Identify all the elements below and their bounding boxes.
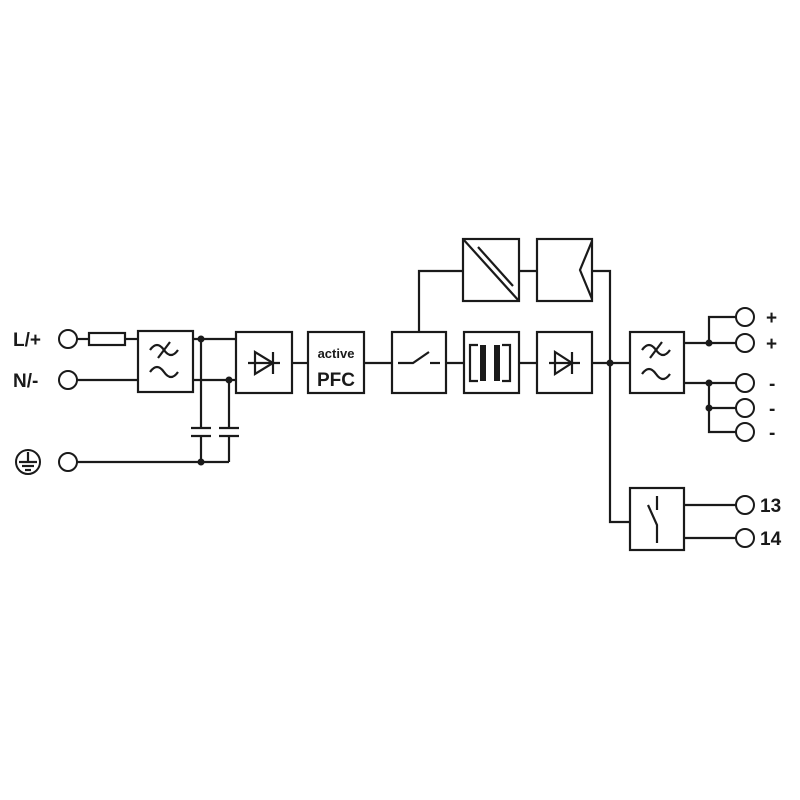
pfc-label-active: active xyxy=(318,346,355,361)
ground-icon xyxy=(15,449,41,475)
wires xyxy=(77,269,736,540)
terminal-minus-3 xyxy=(735,422,755,442)
label-minus-3: - xyxy=(769,423,775,444)
transformer-block xyxy=(462,330,521,395)
terminal-14 xyxy=(735,528,755,548)
label-plus-1: + xyxy=(766,308,777,329)
switch-block xyxy=(390,330,448,395)
pfc-label: PFC xyxy=(317,370,355,391)
label-n: N/- xyxy=(13,371,38,392)
relay-contact-block xyxy=(628,486,686,552)
terminal-minus-1 xyxy=(735,373,755,393)
input-filter-block xyxy=(136,329,195,394)
label-13: 13 xyxy=(760,496,781,517)
output-rectifier-block xyxy=(535,330,594,395)
output-filter-block xyxy=(628,330,686,395)
fuse-icon xyxy=(87,331,127,347)
label-14: 14 xyxy=(760,529,782,550)
label-plus-2: + xyxy=(766,334,777,355)
terminal-minus-2 xyxy=(735,398,755,418)
pfc-block: active PFC xyxy=(306,330,366,395)
label-l: L/+ xyxy=(13,330,41,351)
control-block xyxy=(535,237,594,303)
terminal-plus-1 xyxy=(735,307,755,327)
terminal-pe xyxy=(58,452,78,472)
label-minus-1: - xyxy=(769,374,775,395)
terminal-n xyxy=(58,370,78,390)
rectifier-block xyxy=(234,330,294,395)
label-minus-2: - xyxy=(769,399,775,420)
capacitor-icon xyxy=(191,426,239,438)
terminal-l xyxy=(58,329,78,349)
terminal-13 xyxy=(735,495,755,515)
terminal-plus-2 xyxy=(735,333,755,353)
converter-block xyxy=(461,237,521,303)
junction-dots xyxy=(197,335,713,466)
terminals xyxy=(58,307,755,548)
